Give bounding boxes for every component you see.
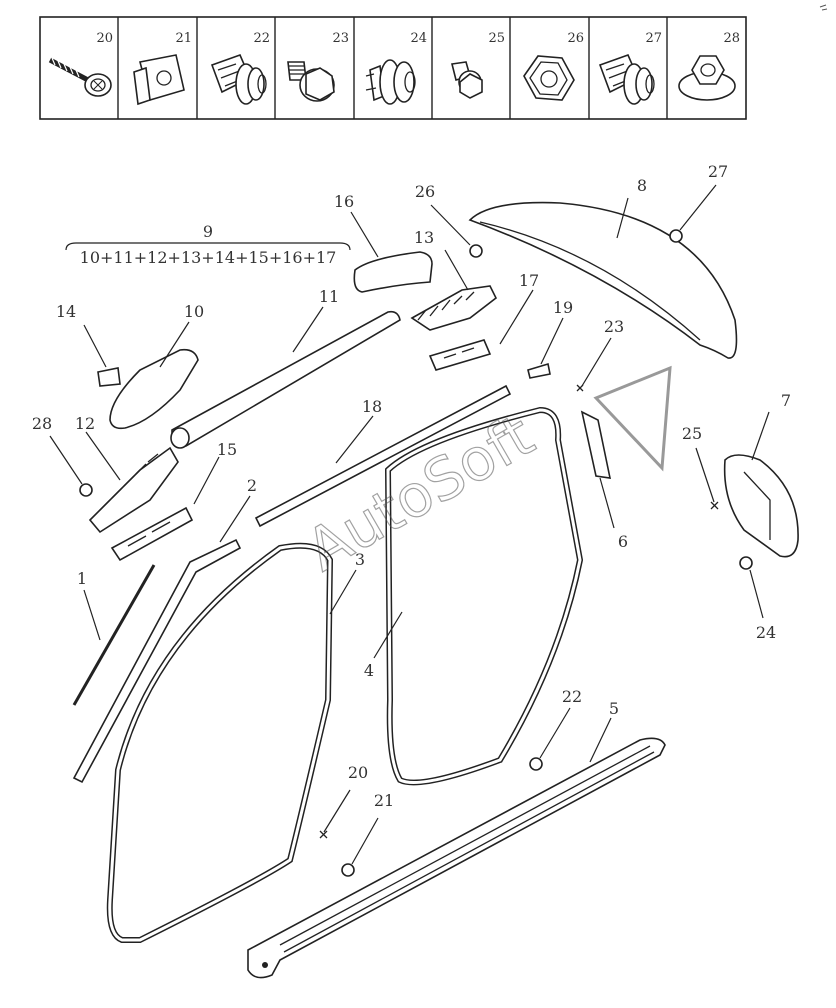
callout-10: 10 xyxy=(184,302,204,321)
assembly-formula: 10+11+12+13+14+15+16+17 xyxy=(80,248,337,267)
callout-26: 26 xyxy=(415,182,435,201)
screw-icon xyxy=(48,57,112,97)
callout-25: 25 xyxy=(682,424,702,443)
callout-17: 17 xyxy=(519,271,539,290)
part-19-pad xyxy=(527,362,551,379)
clip-circle-24 xyxy=(739,556,753,570)
assembly-label: 9 10+11+12+13+14+15+16+17 xyxy=(65,222,351,267)
callout-12: 12 xyxy=(75,414,95,433)
callout-24: 24 xyxy=(756,623,776,642)
grommet-clip-icon xyxy=(365,59,416,105)
push-clip-icon xyxy=(210,53,267,105)
part-7-rear-trim xyxy=(723,454,799,558)
part-5-sill-plate xyxy=(247,737,666,979)
callout-22: 22 xyxy=(562,687,582,706)
part-11-roof-rail xyxy=(170,310,401,449)
callout-13: 13 xyxy=(414,228,434,247)
part-16-cap xyxy=(353,251,433,293)
fastener-table: 20 21 22 23 24 25 26 27 28 xyxy=(39,16,747,120)
part-1-strip xyxy=(72,564,156,706)
table-cell-number: 25 xyxy=(488,31,505,46)
part-6-seal xyxy=(580,410,612,479)
part-10-front-cap xyxy=(109,348,199,430)
callout-28: 28 xyxy=(32,414,52,433)
callout-4: 4 xyxy=(364,661,374,680)
callout-27: 27 xyxy=(708,162,728,181)
callout-2: 2 xyxy=(247,476,257,495)
clip-circle-26 xyxy=(469,244,483,258)
part-18-drip-molding xyxy=(254,384,512,528)
clip-circle-27 xyxy=(669,229,683,243)
push-clip-icon xyxy=(598,53,655,105)
corner-mark xyxy=(819,4,828,11)
callout-16: 16 xyxy=(334,192,354,211)
callout-19: 19 xyxy=(553,298,573,317)
clip-circle-22 xyxy=(529,757,543,771)
callout-11: 11 xyxy=(319,287,339,306)
part-2-molding xyxy=(72,538,242,784)
assembly-number: 9 xyxy=(203,222,213,241)
part-4-rear-door-seal xyxy=(384,406,584,786)
table-cell-number: 22 xyxy=(253,31,270,46)
callout-8: 8 xyxy=(637,176,647,195)
leader-lines xyxy=(49,184,770,865)
clip-circle-28 xyxy=(79,483,93,497)
part-12-front-bracket xyxy=(88,446,179,534)
flange-nut-icon xyxy=(678,55,736,101)
callout-20: 20 xyxy=(348,763,368,782)
table-cell-number: 24 xyxy=(410,31,427,46)
flange-bolt-icon xyxy=(287,61,335,102)
callout-6: 6 xyxy=(618,532,628,551)
table-cell-number: 26 xyxy=(567,31,584,46)
callout-3: 3 xyxy=(355,550,365,569)
part-17-clip-plate xyxy=(428,339,492,371)
part-13-bracket xyxy=(410,285,498,331)
table-cell-number: 20 xyxy=(96,31,113,46)
short-bolt-icon xyxy=(451,61,483,99)
callout-18: 18 xyxy=(362,397,382,416)
callout-21: 21 xyxy=(374,791,394,810)
part-15-clip-plate xyxy=(110,506,194,562)
table-cell-number: 28 xyxy=(723,31,740,46)
callout-14: 14 xyxy=(56,302,76,321)
marker-20 xyxy=(319,830,328,839)
watermark: AutoSoft xyxy=(295,401,545,584)
callout-1: 1 xyxy=(77,569,87,588)
callout-23: 23 xyxy=(604,317,624,336)
part-14-small-cap xyxy=(97,367,121,387)
part-8-roof-spoiler xyxy=(468,201,738,359)
part-3-front-door-seal xyxy=(106,542,334,943)
clip-nut-icon xyxy=(133,54,185,106)
callout-5: 5 xyxy=(609,699,619,718)
callout-15: 15 xyxy=(217,440,237,459)
hex-nut-icon xyxy=(523,55,575,101)
table-cell-number: 21 xyxy=(175,31,192,46)
callout-labels: 8 27 26 16 13 17 19 23 11 10 14 18 28 12… xyxy=(32,162,791,810)
table-cell-number: 23 xyxy=(332,31,349,46)
quarter-glass xyxy=(593,365,672,472)
marker-25 xyxy=(710,501,719,510)
table-cell-number: 27 xyxy=(645,31,662,46)
clip-circle-21 xyxy=(341,863,355,877)
callout-7: 7 xyxy=(781,391,791,410)
